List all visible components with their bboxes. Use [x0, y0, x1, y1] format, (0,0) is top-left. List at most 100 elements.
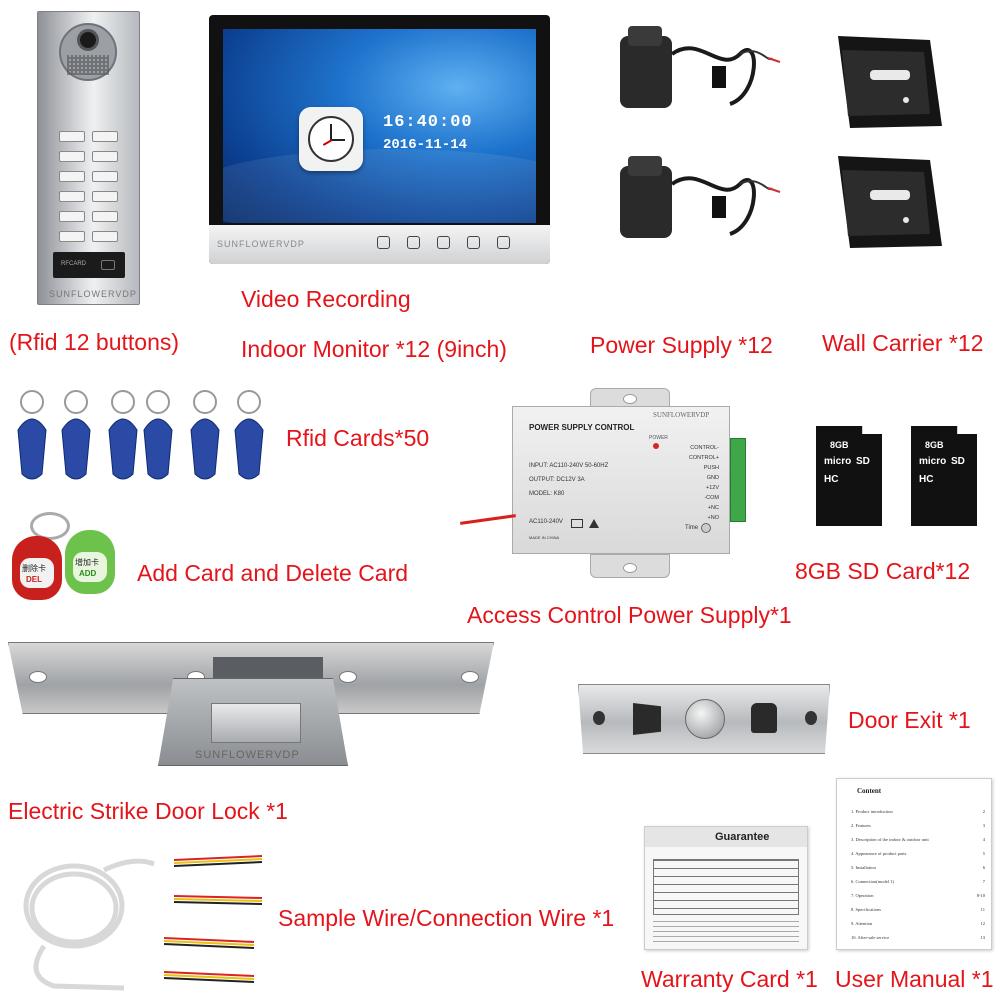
add-card-tag: 增加卡 ADD [65, 530, 115, 594]
monitor-bezel-bottom: SUNFLOWERVDP [209, 225, 550, 264]
toc-page: 3 [982, 823, 985, 828]
power-led-icon [653, 443, 659, 449]
door-exit-label: Door Exit *1 [848, 707, 971, 733]
access-power-title: POWER SUPPLY CONTROL [529, 423, 635, 432]
wires [23, 855, 263, 991]
rfid-tag-icon [17, 390, 47, 480]
monitor-label-line2: Indoor Monitor *12 (9inch) [241, 336, 507, 362]
warranty-header: Guarantee [645, 827, 807, 847]
toc-page: 4 [982, 837, 985, 842]
terminal-label: PUSH [703, 465, 719, 471]
toc-item: 7. Operation [851, 893, 874, 898]
rfid-reader: RFCARD [53, 252, 125, 278]
sd-card-micro: micro [919, 456, 947, 467]
doorbell-brand: SUNFLOWERVDP [49, 289, 137, 299]
monitor-label-line1: Video Recording [241, 286, 411, 312]
monitor-button-icon [437, 236, 450, 249]
door-open-icon [633, 703, 661, 735]
sd-card-icon: 8GB micro SD HC [816, 426, 882, 526]
power-supply-label: Power Supply *12 [590, 332, 773, 358]
wall-carriers [838, 36, 942, 248]
power-adapter-icon [620, 156, 781, 238]
toc-item: 1. Product introduction [851, 809, 893, 814]
certification-icon [571, 519, 583, 528]
warranty-notes [653, 921, 799, 945]
terminal-labels: CONTROL- CONTROL+ PUSH GND +12V -COM +NC… [671, 443, 719, 523]
add-delete-cards-label: Add Card and Delete Card [137, 560, 409, 586]
connection-wire-icon [163, 855, 263, 983]
monitor-button-icon [497, 236, 510, 249]
sd-cards: 8GB micro SD HC 8GB micro SD HC [816, 426, 986, 528]
toc-page: 13 [980, 935, 986, 940]
screw-hole-icon [29, 671, 47, 683]
terminal-label: GND [706, 475, 719, 481]
coiled-cable-icon [23, 858, 155, 991]
add-card-en: ADD [79, 569, 97, 578]
monitor-date: 2016-11-14 [383, 137, 468, 153]
access-power-input: INPUT: AC110-240V 50-60HZ [529, 463, 609, 469]
screw-hole-icon [461, 671, 479, 683]
manual-label: User Manual *1 [835, 966, 994, 992]
sd-card-sd: SD [951, 456, 965, 467]
doorbell-label: (Rfid 12 buttons) [9, 329, 180, 355]
delete-card-tag: 删除卡 DEL [12, 536, 62, 600]
terminal-block [730, 438, 746, 522]
time-label: Time [685, 525, 699, 531]
toc-item: 4. Appearance of product parts [851, 851, 907, 856]
wall-carrier-label: Wall Carrier *12 [822, 330, 984, 356]
access-power-label: Access Control Power Supply*1 [467, 602, 792, 628]
access-power-output: OUTPUT: DC12V 3A [529, 477, 585, 483]
sd-card-micro: micro [824, 456, 852, 467]
toc-item: 8. Specifications [851, 907, 881, 912]
toc-item: 10. After-sale service [851, 935, 890, 940]
warranty-card: Guarantee [644, 826, 808, 950]
clock-icon [299, 107, 363, 171]
sd-card-icon: 8GB micro SD HC [911, 426, 977, 526]
rfid-tag-icon [234, 390, 264, 480]
add-card-cn: 增加卡 [75, 558, 99, 567]
toc-item: 5. Installation [851, 865, 876, 870]
power-adapter-icon [620, 26, 781, 108]
hand-icon [751, 703, 777, 733]
rfid-tag-icon [143, 390, 173, 480]
access-power-model: MODEL: K80 [529, 491, 565, 497]
strike-lock-label: Electric Strike Door Lock *1 [8, 798, 288, 824]
access-power-supply: SUNFLOWERVDP POWER SUPPLY CONTROL POWER … [460, 388, 750, 582]
monitor-brand: SUNFLOWERVDP [217, 239, 305, 249]
toc-page: 2 [982, 809, 985, 814]
push-button-icon [685, 699, 725, 739]
doorbell-panel: RFCARD SUNFLOWERVDP [37, 11, 140, 305]
sd-card-hc: HC [919, 474, 934, 485]
monitor-button-icon [377, 236, 390, 249]
red-wire [460, 514, 516, 525]
monitor-screen: 16:40:00 2016-11-14 [223, 29, 536, 223]
warranty-table [653, 859, 799, 915]
warranty-title: Guarantee [715, 831, 770, 843]
monitor-button-icon [407, 236, 420, 249]
power-led-label: POWER [649, 435, 668, 441]
access-power-ac: AC110-240V [529, 519, 563, 525]
add-delete-cards: 删除卡 DEL 增加卡 ADD [10, 512, 120, 604]
terminal-label: -COM [704, 495, 719, 501]
monitor-time: 16:40:00 [383, 113, 473, 132]
rfid-reader-text: RFCARD [61, 261, 86, 267]
terminal-label: +12V [706, 485, 719, 491]
strike-brand: SUNFLOWERVDP [195, 749, 300, 761]
toc-page: 5 [982, 851, 985, 856]
electric-strike-lock: SUNFLOWERVDP [8, 642, 496, 768]
terminal-label: +NO [707, 515, 719, 521]
delete-card-en: DEL [26, 575, 42, 584]
sd-card-label: 8GB SD Card*12 [795, 558, 971, 584]
sd-card-hc: HC [824, 474, 839, 485]
wire-label: Sample Wire/Connection Wire *1 [278, 905, 615, 931]
toc-page: 6 [982, 865, 985, 870]
time-knob-icon [701, 523, 711, 533]
toc-page: 7 [982, 879, 985, 884]
mounting-tab-bottom [590, 554, 670, 578]
indoor-monitor: 16:40:00 2016-11-14 SUNFLOWERVDP [209, 15, 550, 264]
toc-page: 11 [980, 907, 985, 912]
sd-card-capacity: 8GB [925, 440, 944, 450]
warranty-label: Warranty Card *1 [641, 966, 818, 992]
toc-page: 8-10 [976, 893, 985, 898]
